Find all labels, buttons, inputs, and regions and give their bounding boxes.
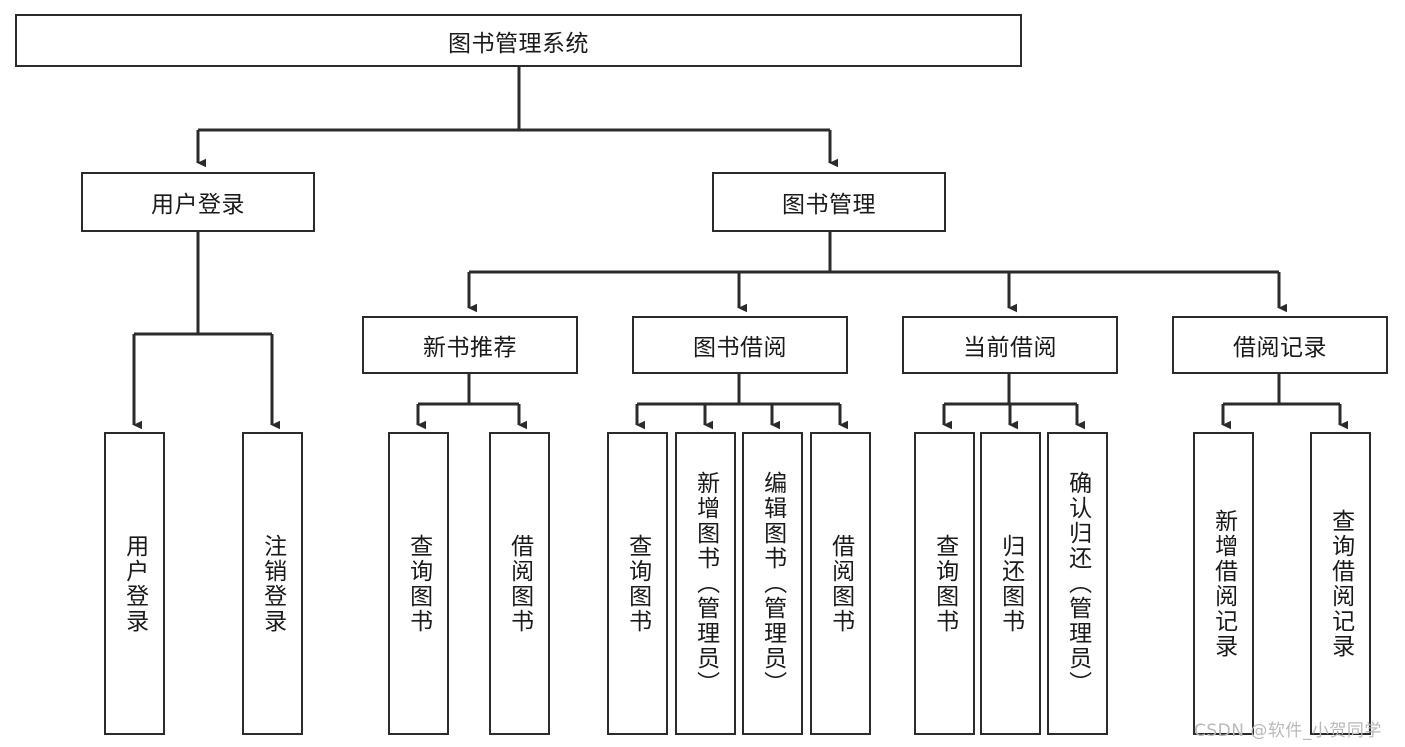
node-leaf-add-book-admin[interactable]: 新增图书（管理员）: [675, 432, 736, 735]
node-leaf-borrow-book-new[interactable]: 借阅图书: [489, 432, 550, 735]
node-label: 编辑图书（管理员）: [759, 471, 786, 696]
node-label: 图书借阅: [693, 335, 787, 361]
node-label: 查询图书: [405, 533, 432, 634]
node-label: 查询图书: [624, 533, 651, 634]
node-label: 新增借阅记录: [1210, 508, 1237, 659]
node-label: 图书管理系统: [448, 30, 589, 57]
node-label: 借阅图书: [506, 533, 533, 634]
node-label: 查询图书: [931, 533, 958, 634]
node-new-book-recommendation[interactable]: 新书推荐: [362, 316, 578, 374]
node-borrow-record[interactable]: 借阅记录: [1172, 316, 1388, 374]
node-label: 图书管理: [782, 192, 876, 218]
node-book-borrow[interactable]: 图书借阅: [632, 316, 848, 374]
node-label: 用户登录: [121, 533, 148, 634]
node-user-login[interactable]: 用户登录: [81, 172, 315, 232]
node-leaf-user-login[interactable]: 用户登录: [104, 432, 165, 735]
node-leaf-borrow-book[interactable]: 借阅图书: [810, 432, 871, 735]
node-leaf-query-book-new[interactable]: 查询图书: [388, 432, 449, 735]
node-current-borrow[interactable]: 当前借阅: [902, 316, 1118, 374]
node-label: 归还图书: [997, 533, 1024, 634]
node-label: 确认归还（管理员）: [1064, 471, 1091, 696]
node-leaf-query-borrow-record[interactable]: 查询借阅记录: [1310, 432, 1371, 735]
node-label: 借阅图书: [827, 533, 854, 634]
node-leaf-confirm-return-admin[interactable]: 确认归还（管理员）: [1047, 432, 1108, 735]
node-label: 当前借阅: [963, 335, 1057, 361]
node-root-book-management-system[interactable]: 图书管理系统: [15, 14, 1022, 67]
node-label: 借阅记录: [1233, 335, 1327, 361]
node-leaf-add-borrow-record[interactable]: 新增借阅记录: [1193, 432, 1254, 735]
node-leaf-logout[interactable]: 注销登录: [242, 432, 303, 735]
node-leaf-edit-book-admin[interactable]: 编辑图书（管理员）: [742, 432, 803, 735]
node-label: 新书推荐: [423, 335, 517, 361]
node-label: 新增图书（管理员）: [692, 471, 719, 696]
node-book-management[interactable]: 图书管理: [712, 172, 946, 232]
node-leaf-query-book-current[interactable]: 查询图书: [914, 432, 975, 735]
node-label: 用户登录: [151, 192, 245, 218]
node-leaf-return-book[interactable]: 归还图书: [980, 432, 1041, 735]
node-label: 查询借阅记录: [1327, 508, 1354, 659]
node-leaf-query-book-borrow[interactable]: 查询图书: [607, 432, 668, 735]
node-label: 注销登录: [259, 533, 286, 634]
